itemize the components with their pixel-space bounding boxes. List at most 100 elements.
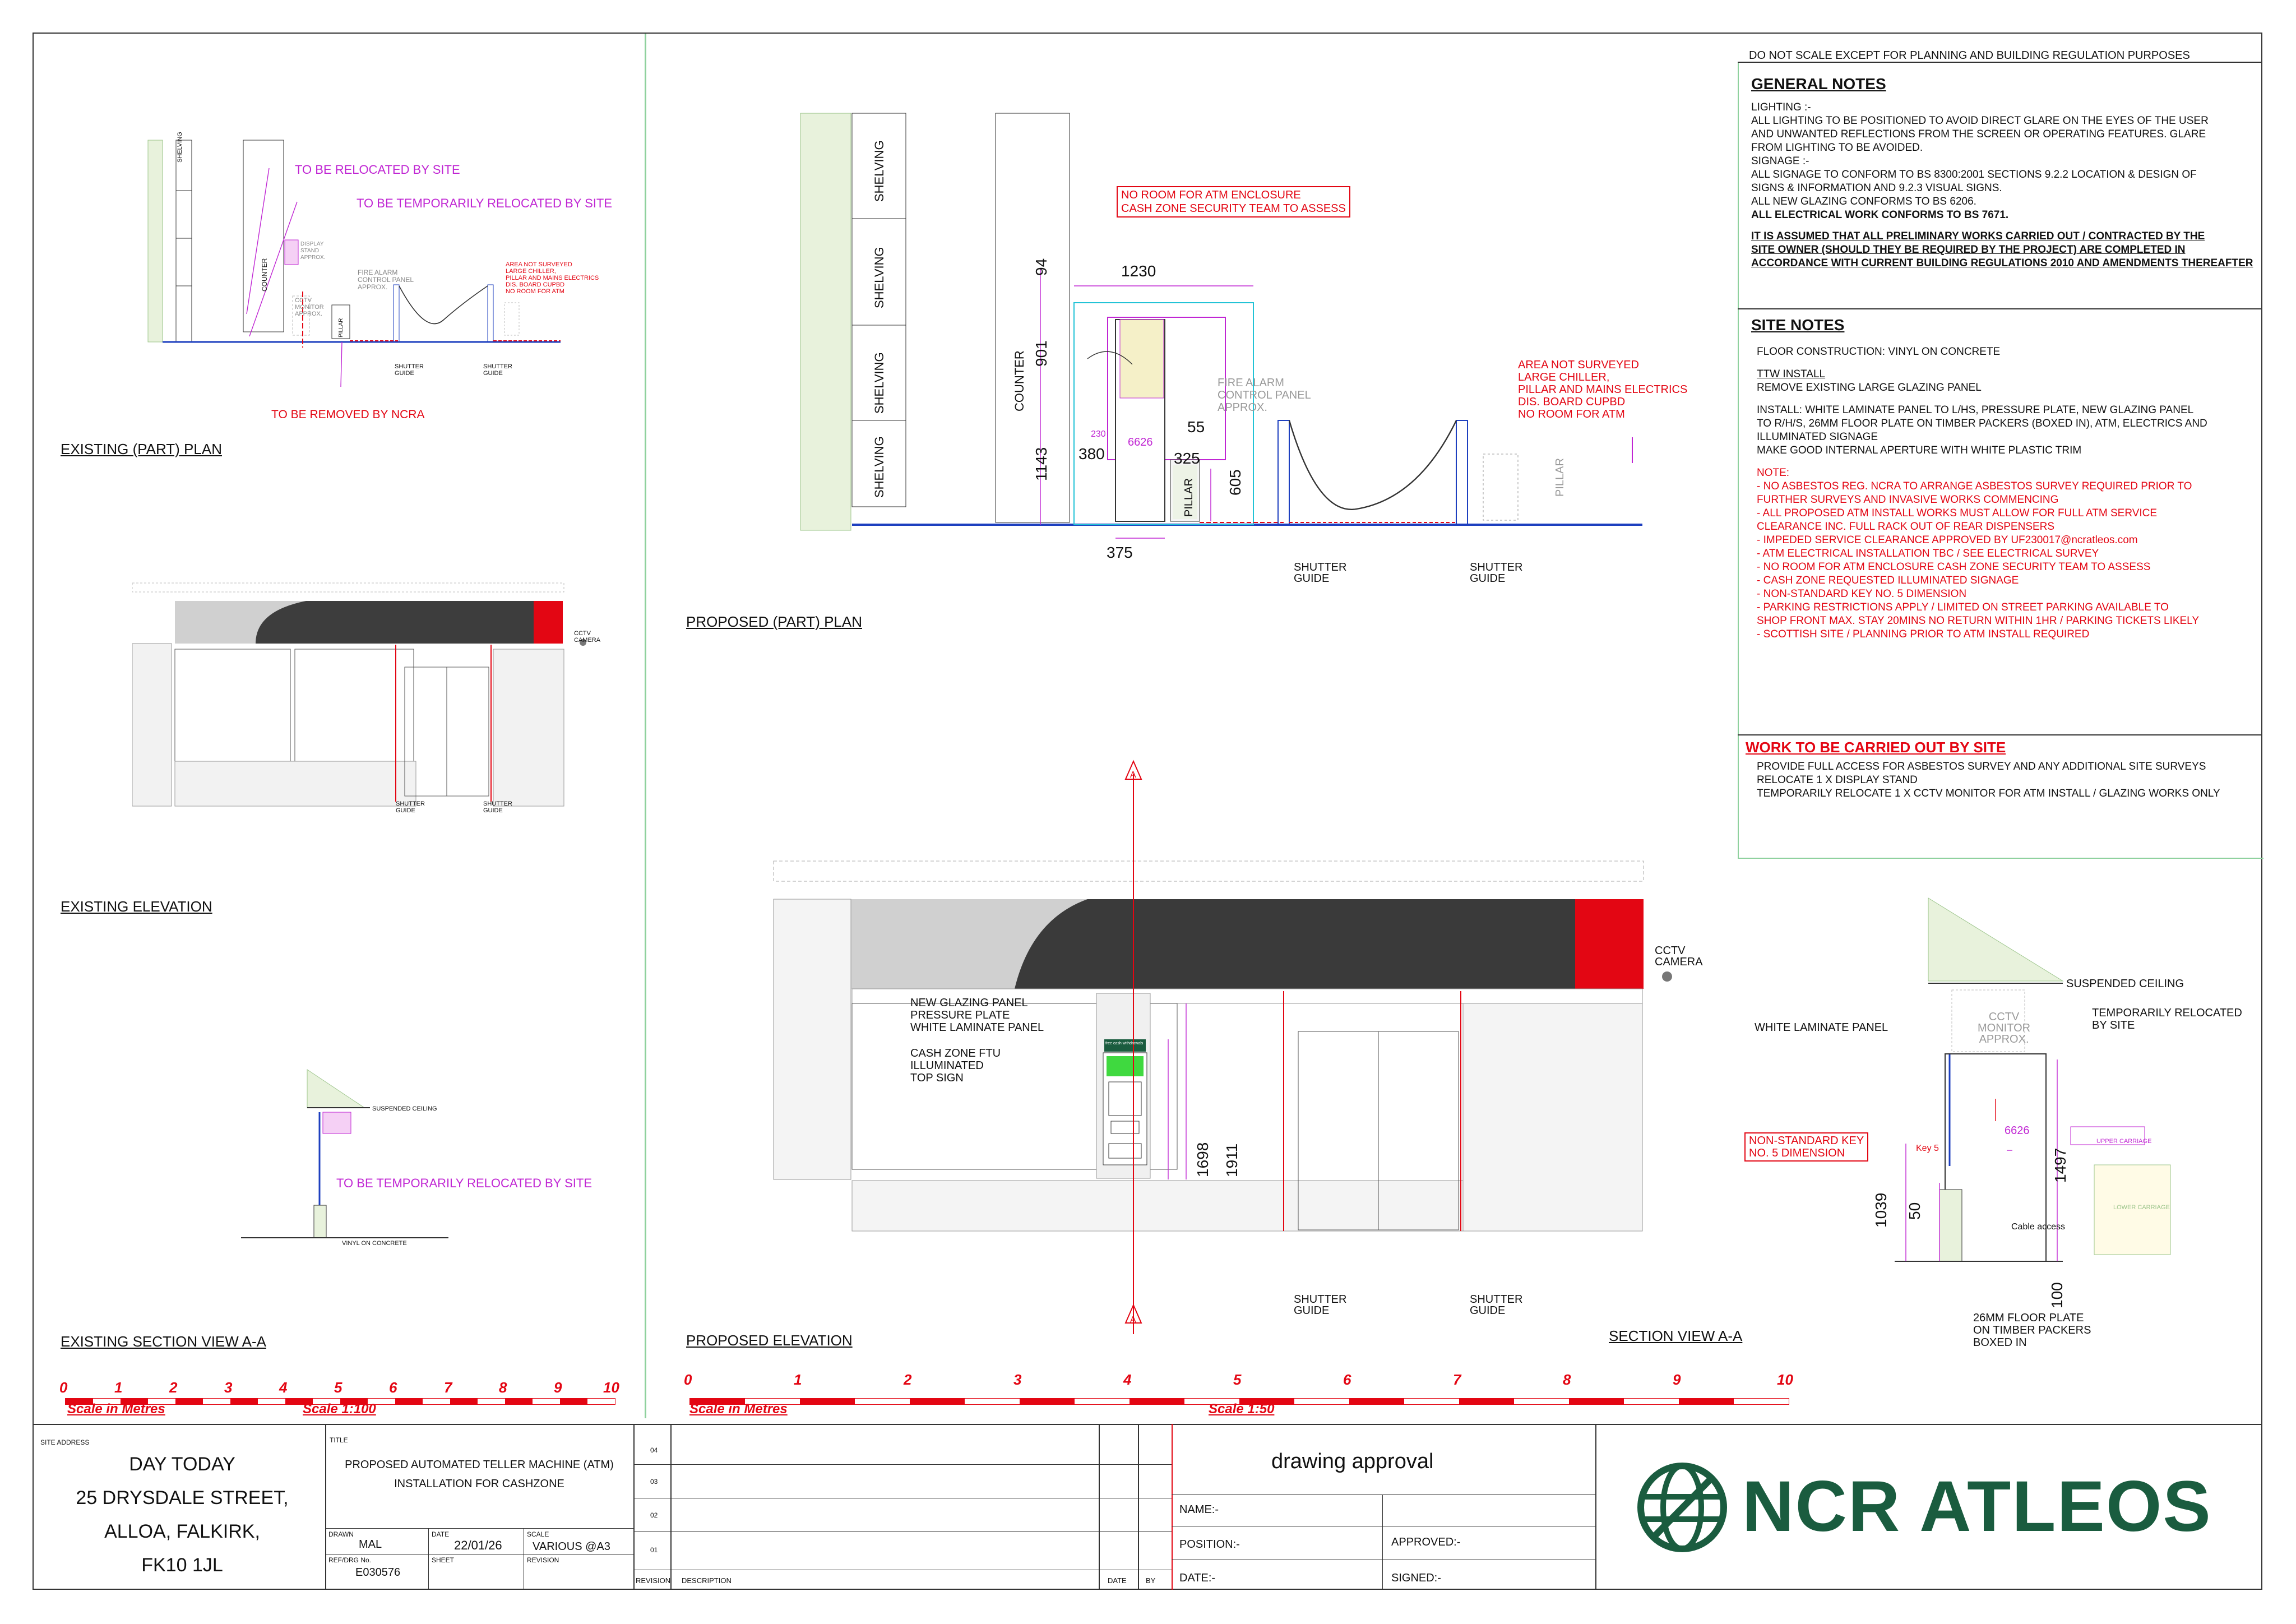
- fire-line: CONTROL PANEL: [358, 276, 414, 284]
- scale-num: 6: [389, 1379, 397, 1396]
- floor-plate-label: 26MM FLOOR PLATE ON TIMBER PACKERS BOXED…: [1973, 1312, 2091, 1349]
- date-label: DATE: [432, 1530, 450, 1538]
- approval-signed: SIGNED:-: [1391, 1572, 1441, 1584]
- pillar-label: PILLAR: [338, 318, 344, 337]
- scale-ratio: Scale 1:100: [303, 1401, 376, 1417]
- fascia-red: [534, 601, 563, 644]
- dim-1497: 1497: [2052, 1148, 2069, 1183]
- counter-label: COUNTER: [261, 258, 269, 292]
- ref-label: REF/DRG No.: [328, 1556, 372, 1564]
- general-note-line: ALL SIGNAGE TO CONFORM TO BS 8300:2001 S…: [1751, 169, 2197, 181]
- cctv-line: CCTV: [1655, 945, 1686, 957]
- glazing-line: NEW GLAZING PANEL: [910, 997, 1028, 1009]
- scale-num: 7: [444, 1379, 452, 1396]
- fire-alarm-label: FIRE ALARM CONTROL PANEL APPROX.: [358, 269, 414, 291]
- no-room-box: NO ROOM FOR ATM ENCLOSURE CASH ZONE SECU…: [1117, 186, 1350, 218]
- address-line: 25 DRYSDALE STREET,: [76, 1487, 289, 1509]
- shutter-guide-1: [1277, 420, 1290, 525]
- window-1: [174, 649, 291, 762]
- work-by-site-title: WORK TO BE CARRIED OUT BY SITE: [1746, 739, 2006, 756]
- dim-375: 375: [1107, 544, 1133, 561]
- shutter-line: SHUTTER: [483, 363, 512, 370]
- floor-plate-line: 26MM FLOOR PLATE: [1973, 1312, 2084, 1324]
- install-line: MAKE GOOD INTERNAL APERTURE WITH WHITE P…: [1757, 445, 2082, 456]
- scale-num: 4: [279, 1379, 288, 1396]
- fire-line: FIRE ALARM: [358, 269, 398, 276]
- suspended-ceiling-label: SUSPENDED CEILING: [2066, 978, 2184, 990]
- shutter-guide-label: SHUTTER GUIDE: [483, 363, 512, 377]
- install-line: ILLUMINATED SIGNAGE: [1757, 431, 1878, 443]
- note-line: - CASH ZONE REQUESTED ILLUMINATED SIGNAG…: [1757, 575, 2019, 586]
- section-marker-text-top: A: [1130, 770, 1136, 780]
- scale-num: 8: [499, 1379, 507, 1396]
- cctv-line: CCTV: [574, 630, 591, 637]
- shelving-label: SHELVING: [872, 436, 886, 498]
- temp-relocated-label: TO BE TEMPORARILY RELOCATED BY SITE: [357, 196, 613, 210]
- proposed-plan-drawing: [800, 113, 1642, 539]
- sign-text: free cash withdrawals: [1105, 1042, 1144, 1045]
- sign-line: ILLUMINATED: [910, 1059, 984, 1072]
- note-line: - ATM ELECTRICAL INSTALLATION TBC / SEE …: [1757, 548, 2099, 559]
- assumption-line: IT IS ASSUMED THAT ALL PRELIMINARY WORKS…: [1751, 230, 2205, 242]
- ref-value: E030576: [355, 1566, 401, 1579]
- shelving-unit: [175, 140, 192, 343]
- rev-number: 03: [650, 1478, 658, 1486]
- shutter-line: GUIDE: [395, 370, 414, 377]
- scale-num: 8: [1563, 1371, 1571, 1388]
- cctv-monitor-box: [1951, 989, 2025, 1052]
- general-note-line: LIGHTING :-: [1751, 101, 1811, 113]
- tb-div-6: [1172, 1424, 1173, 1590]
- general-notes-title: GENERAL NOTES: [1751, 75, 1886, 92]
- fascia-red: [1575, 899, 1644, 989]
- scale-num: 5: [334, 1379, 342, 1396]
- date-value: 22/01/26: [454, 1538, 502, 1552]
- site-notes-title: SITE NOTES: [1751, 316, 1845, 334]
- dim-325: 325: [1174, 450, 1200, 467]
- dim-380: 380: [1078, 445, 1105, 462]
- shutter-line: GUIDE: [396, 807, 415, 814]
- brand-globe-icon: [1637, 1463, 1727, 1552]
- notes-divider-1: [1738, 62, 2262, 63]
- shutter-line: SHUTTER: [1294, 1293, 1347, 1306]
- dim-1143: 1143: [1033, 447, 1050, 481]
- tb-div-2: [633, 1424, 635, 1590]
- shutter-guide-2: [1456, 420, 1468, 525]
- shutter-guide-label: SHUTTER GUIDE: [1294, 1294, 1346, 1316]
- existing-section-drawing: [241, 1069, 448, 1238]
- pillar-dashed: [1483, 454, 1519, 521]
- note-line: - NO ROOM FOR ATM ENCLOSURE CASH ZONE SE…: [1757, 561, 2151, 573]
- area-line: DIS. BOARD CUPBD: [1518, 396, 1626, 408]
- pillar-label: PILLAR: [1183, 478, 1195, 517]
- proposed-elevation-drawing: [773, 760, 1672, 1334]
- notes-divider-3: [1738, 734, 2262, 735]
- scale-num: 4: [1123, 1371, 1132, 1388]
- general-note-line: AND UNWANTED REFLECTIONS FROM THE SCREEN…: [1751, 128, 2206, 140]
- lower-carriage-label: LOWER CARRIAGE: [2113, 1204, 2170, 1211]
- upper-carriage: [2070, 1126, 2145, 1145]
- cctv-line: CCTV: [1988, 1011, 2020, 1023]
- key5-label: Key 5: [1916, 1144, 1939, 1153]
- no-room-line: CASH ZONE SECURITY TEAM TO ASSESS: [1121, 202, 1346, 215]
- shutter-line: SHUTTER: [483, 801, 512, 807]
- shutter-guide-label: SHUTTER GUIDE: [1470, 562, 1522, 584]
- dim-605: 605: [1226, 469, 1244, 496]
- dim-6626: 6626: [1128, 436, 1153, 448]
- dim-1911: 1911: [1223, 1143, 1240, 1177]
- rev-number: 04: [650, 1446, 658, 1454]
- scale-num: 1: [114, 1379, 123, 1396]
- approval-title: drawing approval: [1271, 1450, 1434, 1473]
- fire-line: APPROX.: [358, 283, 388, 291]
- fascia-curve: [851, 899, 1087, 989]
- scale-num: 9: [1673, 1371, 1681, 1388]
- title-label: TITLE: [330, 1436, 348, 1444]
- display-line: STAND: [300, 248, 320, 254]
- scale-num: 3: [224, 1379, 233, 1396]
- sign-line: TOP SIGN: [910, 1072, 964, 1084]
- dim-6626: 6626: [2005, 1125, 2030, 1137]
- section-marker-top: [1124, 760, 1142, 780]
- display-stand: [284, 239, 299, 265]
- nonstandard-line: NON-STANDARD KEY: [1749, 1135, 1864, 1147]
- info-row-line: [325, 1528, 633, 1529]
- note-line: - ALL PROPOSED ATM INSTALL WORKS MUST AL…: [1757, 507, 2158, 519]
- pillar: [331, 304, 350, 339]
